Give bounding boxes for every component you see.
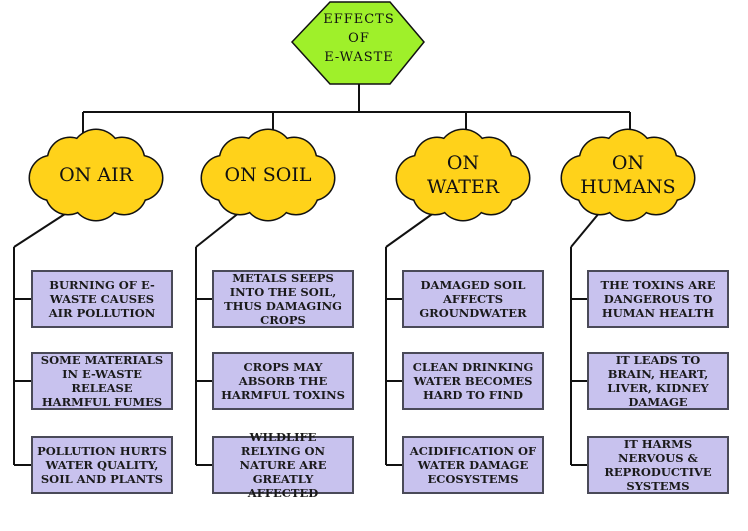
title-line-1: EFFECTS [323, 12, 395, 27]
cloud-link-line-4 [570, 211, 601, 248]
effect-box-1-2: SOME MATERIALS IN E-WASTE RELEASE HARMFU… [31, 352, 173, 410]
cloud-label-2-line-1: ON SOIL [225, 164, 312, 186]
title-line-2: OF [348, 31, 370, 46]
cloud-label-3-line-2: WATER [427, 176, 500, 198]
effect-box-4-3: IT HARMS NERVOUS & REPRODUCTIVE SYSTEMS [587, 436, 729, 494]
effect-box-4-1: THE TOXINS ARE DANGEROUS TO HUMAN HEALTH [587, 270, 729, 328]
title-pentagon [290, 1, 425, 85]
cloud-label-4-line-2: HUMANS [580, 176, 675, 198]
cloud-label-3-line-1: ON [447, 152, 479, 174]
effect-box-1-3: POLLUTION HURTS WATER QUALITY, SOIL AND … [31, 436, 173, 494]
cloud-link-line-1 [13, 211, 69, 248]
cloud-2: ON SOIL [200, 128, 336, 222]
effect-box-3-2: CLEAN DRINKING WATER BECOMES HARD TO FIN… [402, 352, 544, 410]
effect-box-4-2: IT LEADS TO BRAIN, HEART, LIVER, KIDNEY … [587, 352, 729, 410]
effect-box-2-1: METALS SEEPS INTO THE SOIL, THUS DAMAGIN… [212, 270, 354, 328]
title-line-3: E-WASTE [324, 50, 394, 65]
cloud-link-line-3 [385, 211, 436, 248]
connector-lines [13, 84, 631, 466]
effect-box-2-3: WILDLIFE RELYING ON NATURE ARE GREATLY A… [212, 430, 354, 500]
cloud-label-4-line-1: ON [612, 152, 644, 174]
cloud-link-line-2 [195, 211, 241, 248]
cloud-1: ON AIR [28, 128, 164, 222]
effect-box-1-1: BURNING OF E-WASTE CAUSES AIR POLLUTION [31, 270, 173, 328]
cloud-label-1-line-1: ON AIR [59, 164, 133, 186]
effect-box-2-2: CROPS MAY ABSORB THE HARMFUL TOXINS [212, 352, 354, 410]
effect-box-3-3: ACIDIFICATION OF WATER DAMAGE ECOSYSTEMS [402, 436, 544, 494]
effect-box-3-1: DAMAGED SOIL AFFECTS GROUNDWATER [402, 270, 544, 328]
